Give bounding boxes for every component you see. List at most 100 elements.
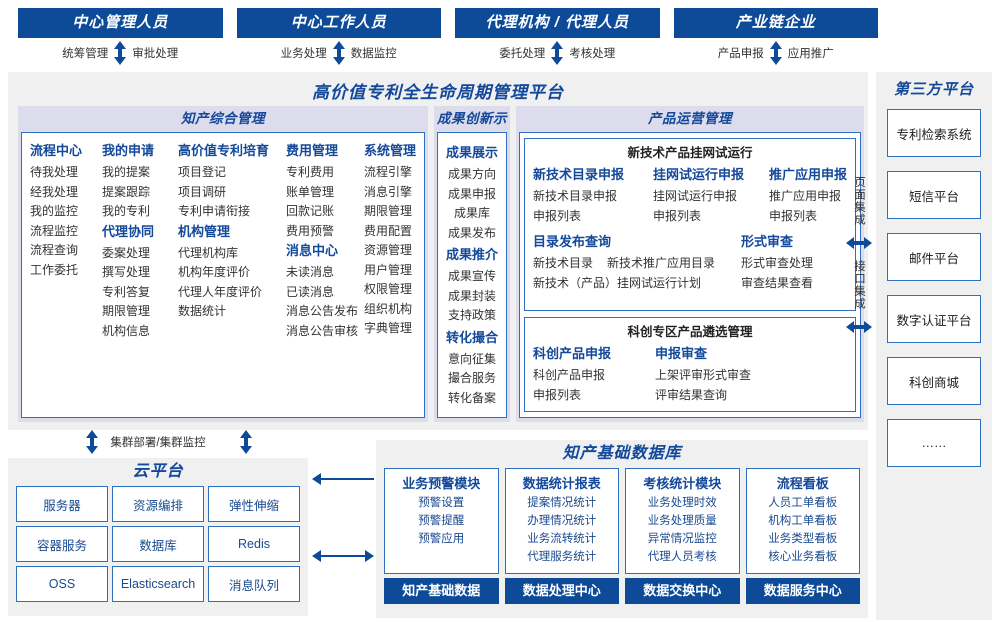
database-center-button[interactable]: 数据交换中心 — [625, 578, 740, 604]
database-center-button[interactable]: 数据服务中心 — [745, 578, 860, 604]
menu-item[interactable]: 上架评审形式审查 — [655, 368, 752, 382]
menu-item[interactable]: 新技术目录 — [533, 256, 594, 270]
cloud-resource-cell[interactable]: OSS — [16, 566, 108, 602]
menu-item[interactable]: 申报列表 — [769, 208, 818, 223]
third-party-item[interactable]: 专利检索系统 — [887, 109, 981, 157]
menu-item[interactable]: 已读消息 — [286, 284, 335, 299]
menu-item[interactable]: 机构年度评价 — [178, 265, 251, 279]
menu-item[interactable]: 回款记账 — [286, 204, 335, 218]
menu-item[interactable]: 业务流转统计 — [527, 533, 597, 545]
menu-item[interactable]: 核心业务看板 — [768, 551, 838, 563]
menu-item[interactable]: 成果封装 — [448, 288, 497, 303]
menu-item[interactable]: 预警提醒 — [418, 515, 465, 527]
menu-item[interactable]: 项目调研 — [178, 184, 227, 199]
menu-item[interactable]: 专利答复 — [102, 284, 151, 299]
menu-item[interactable]: 用户管理 — [364, 262, 413, 277]
menu-item[interactable]: 流程查询 — [30, 243, 79, 257]
cloud-resource-cell[interactable]: Redis — [208, 526, 300, 562]
menu-item[interactable]: 科创产品申报 — [533, 368, 606, 382]
menu-item[interactable]: 代理人年度评价 — [178, 284, 263, 299]
menu-item[interactable]: 工作委托 — [30, 262, 79, 277]
menu-item[interactable]: 意向征集 — [448, 351, 497, 366]
third-party-item[interactable]: …… — [887, 419, 981, 467]
cloud-resource-cell[interactable]: 服务器 — [16, 486, 108, 522]
group-formal-review: 形式审查 形式审查处理审查结果查看 — [741, 232, 847, 293]
menu-item[interactable]: 流程监控 — [30, 223, 79, 238]
menu-item[interactable]: 费用配置 — [364, 223, 413, 238]
third-party-item[interactable]: 数字认证平台 — [887, 295, 981, 343]
menu-item[interactable]: 人员工单看板 — [768, 497, 838, 509]
menu-item[interactable]: 流程引擎 — [364, 165, 413, 179]
menu-item[interactable]: 业务处理时效 — [647, 497, 717, 509]
cloud-resource-cell[interactable]: 容器服务 — [16, 526, 108, 562]
cloud-resource-cell[interactable]: 消息队列 — [208, 566, 300, 602]
cloud-resource-cell[interactable]: Elasticsearch — [112, 566, 204, 602]
menu-item[interactable]: 消息公告发布 — [286, 304, 359, 318]
database-center-button[interactable]: 知产基础数据 — [384, 578, 499, 604]
menu-item[interactable]: 新技术目录申报 — [533, 189, 618, 203]
cloud-resource-cell[interactable]: 数据库 — [112, 526, 204, 562]
menu-item[interactable]: 组织机构 — [364, 301, 413, 316]
third-party-item[interactable]: 邮件平台 — [887, 233, 981, 281]
menu-item[interactable]: 新技术（产品）挂网试运行计划 — [533, 275, 702, 290]
subbox-sci-tech-zone-selection: 科创专区产品遴选管理 科创产品申报科创产品申报申报列表申报审查上架评审形式审查评… — [524, 317, 857, 412]
menu-item[interactable]: 提案情况统计 — [527, 497, 597, 509]
menu-item[interactable]: 期限管理 — [364, 204, 413, 218]
menu-item[interactable]: 撰写处理 — [102, 265, 151, 279]
menu-item[interactable]: 项目登记 — [178, 165, 227, 179]
menu-item[interactable]: 评审结果查询 — [655, 387, 728, 402]
menu-item[interactable]: 专利费用 — [286, 165, 335, 179]
third-party-item[interactable]: 短信平台 — [887, 171, 981, 219]
menu-item[interactable]: 撮合服务 — [448, 371, 497, 385]
menu-item[interactable]: 推广应用申报 — [769, 189, 842, 203]
menu-item[interactable]: 专利申请衔接 — [178, 204, 251, 218]
menu-item[interactable]: 申报列表 — [533, 387, 582, 402]
menu-item[interactable]: 异常情况监控 — [647, 533, 717, 545]
menu-item[interactable]: 业务类型看板 — [768, 533, 838, 545]
menu-item[interactable]: 申报列表 — [653, 208, 702, 223]
menu-item[interactable]: 转化备案 — [448, 390, 497, 405]
menu-item[interactable]: 经我处理 — [30, 184, 79, 199]
menu-item[interactable]: 账单管理 — [286, 184, 335, 199]
menu-item[interactable]: 申报列表 — [533, 208, 582, 223]
menu-item[interactable]: 我的专利 — [102, 204, 151, 218]
menu-item[interactable]: 成果库 — [454, 206, 491, 220]
menu-item[interactable]: 字典管理 — [364, 321, 413, 335]
menu-item[interactable]: 消息引擎 — [364, 184, 413, 199]
menu-item[interactable]: 我的提案 — [102, 165, 151, 179]
menu-item[interactable]: 成果宣传 — [448, 269, 497, 283]
menu-item[interactable]: 预警设置 — [418, 497, 465, 509]
menu-item[interactable]: 提案跟踪 — [102, 184, 151, 199]
cloud-resource-cell[interactable]: 弹性伸缩 — [208, 486, 300, 522]
menu-item[interactable]: 代理机构库 — [178, 245, 239, 260]
menu-item[interactable]: 机构信息 — [102, 323, 151, 338]
menu-item[interactable]: 待我处理 — [30, 165, 79, 179]
menu-item[interactable]: 费用预警 — [286, 223, 335, 238]
menu-item[interactable]: 我的监控 — [30, 204, 79, 218]
menu-item[interactable]: 委案处理 — [102, 245, 151, 260]
menu-item[interactable]: 消息公告审核 — [286, 323, 359, 338]
menu-item[interactable]: 挂网试运行申报 — [653, 189, 738, 203]
menu-item[interactable]: 代理服务统计 — [527, 551, 597, 563]
menu-item[interactable]: 未读消息 — [286, 265, 335, 279]
menu-item[interactable]: 成果申报 — [448, 186, 497, 201]
menu-item[interactable]: 业务处理质量 — [647, 515, 717, 527]
menu-item[interactable]: 数据统计 — [178, 304, 227, 318]
menu-item[interactable]: 成果方向 — [448, 167, 497, 181]
menu-item[interactable]: 机构工单看板 — [768, 515, 838, 527]
database-center-button[interactable]: 数据处理中心 — [504, 578, 619, 604]
menu-item[interactable]: 期限管理 — [102, 304, 151, 318]
menu-item[interactable]: 预警应用 — [418, 533, 465, 545]
menu-item[interactable]: 支持政策 — [448, 308, 497, 322]
cloud-resource-cell[interactable]: 资源编排 — [112, 486, 204, 522]
menu-item[interactable]: 审查结果查看 — [741, 275, 814, 290]
menu-item[interactable]: 新技术推广应用目录 — [607, 256, 716, 270]
menu-item[interactable]: 代理人员考核 — [647, 551, 717, 563]
menu-item[interactable]: 办理情况统计 — [527, 515, 597, 527]
menu-item[interactable]: 资源管理 — [364, 243, 413, 257]
menu-item[interactable]: 成果发布 — [448, 225, 497, 240]
third-party-item[interactable]: 科创商城 — [887, 357, 981, 405]
menu-item[interactable]: 形式审查处理 — [741, 256, 814, 270]
menu-item[interactable]: 权限管理 — [364, 282, 413, 296]
